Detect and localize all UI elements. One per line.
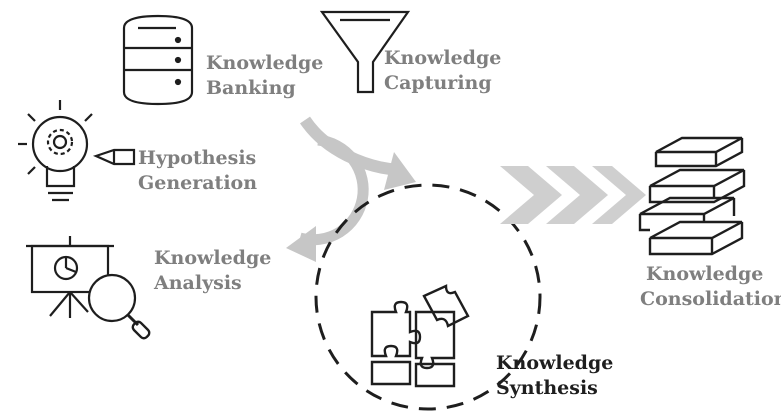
- lightbulb-gear-icon: [18, 100, 136, 202]
- hypothesis-generation-label: Hypothesis Generation: [138, 147, 258, 194]
- chevron-arrows-icon: [500, 166, 646, 224]
- knowledge-analysis-label: Knowledge Analysis: [154, 247, 272, 294]
- knowledge-banking-label: Knowledge Banking: [206, 52, 324, 99]
- presentation-magnifier-icon: [26, 236, 151, 340]
- knowledge-consolidation-label: Knowledge Consolidation: [640, 263, 781, 310]
- puzzle-icon: [370, 284, 470, 388]
- funnel-icon: [319, 10, 411, 94]
- books-icon: [638, 136, 746, 256]
- knowledge-capturing-label: Knowledge Capturing: [384, 47, 502, 94]
- database-icon: [122, 14, 194, 106]
- synthesis-dashed-circle: [314, 183, 542, 411]
- knowledge-synthesis-label: Knowledge Synthesis: [496, 352, 614, 399]
- cycle-arrow-icon: [286, 116, 416, 262]
